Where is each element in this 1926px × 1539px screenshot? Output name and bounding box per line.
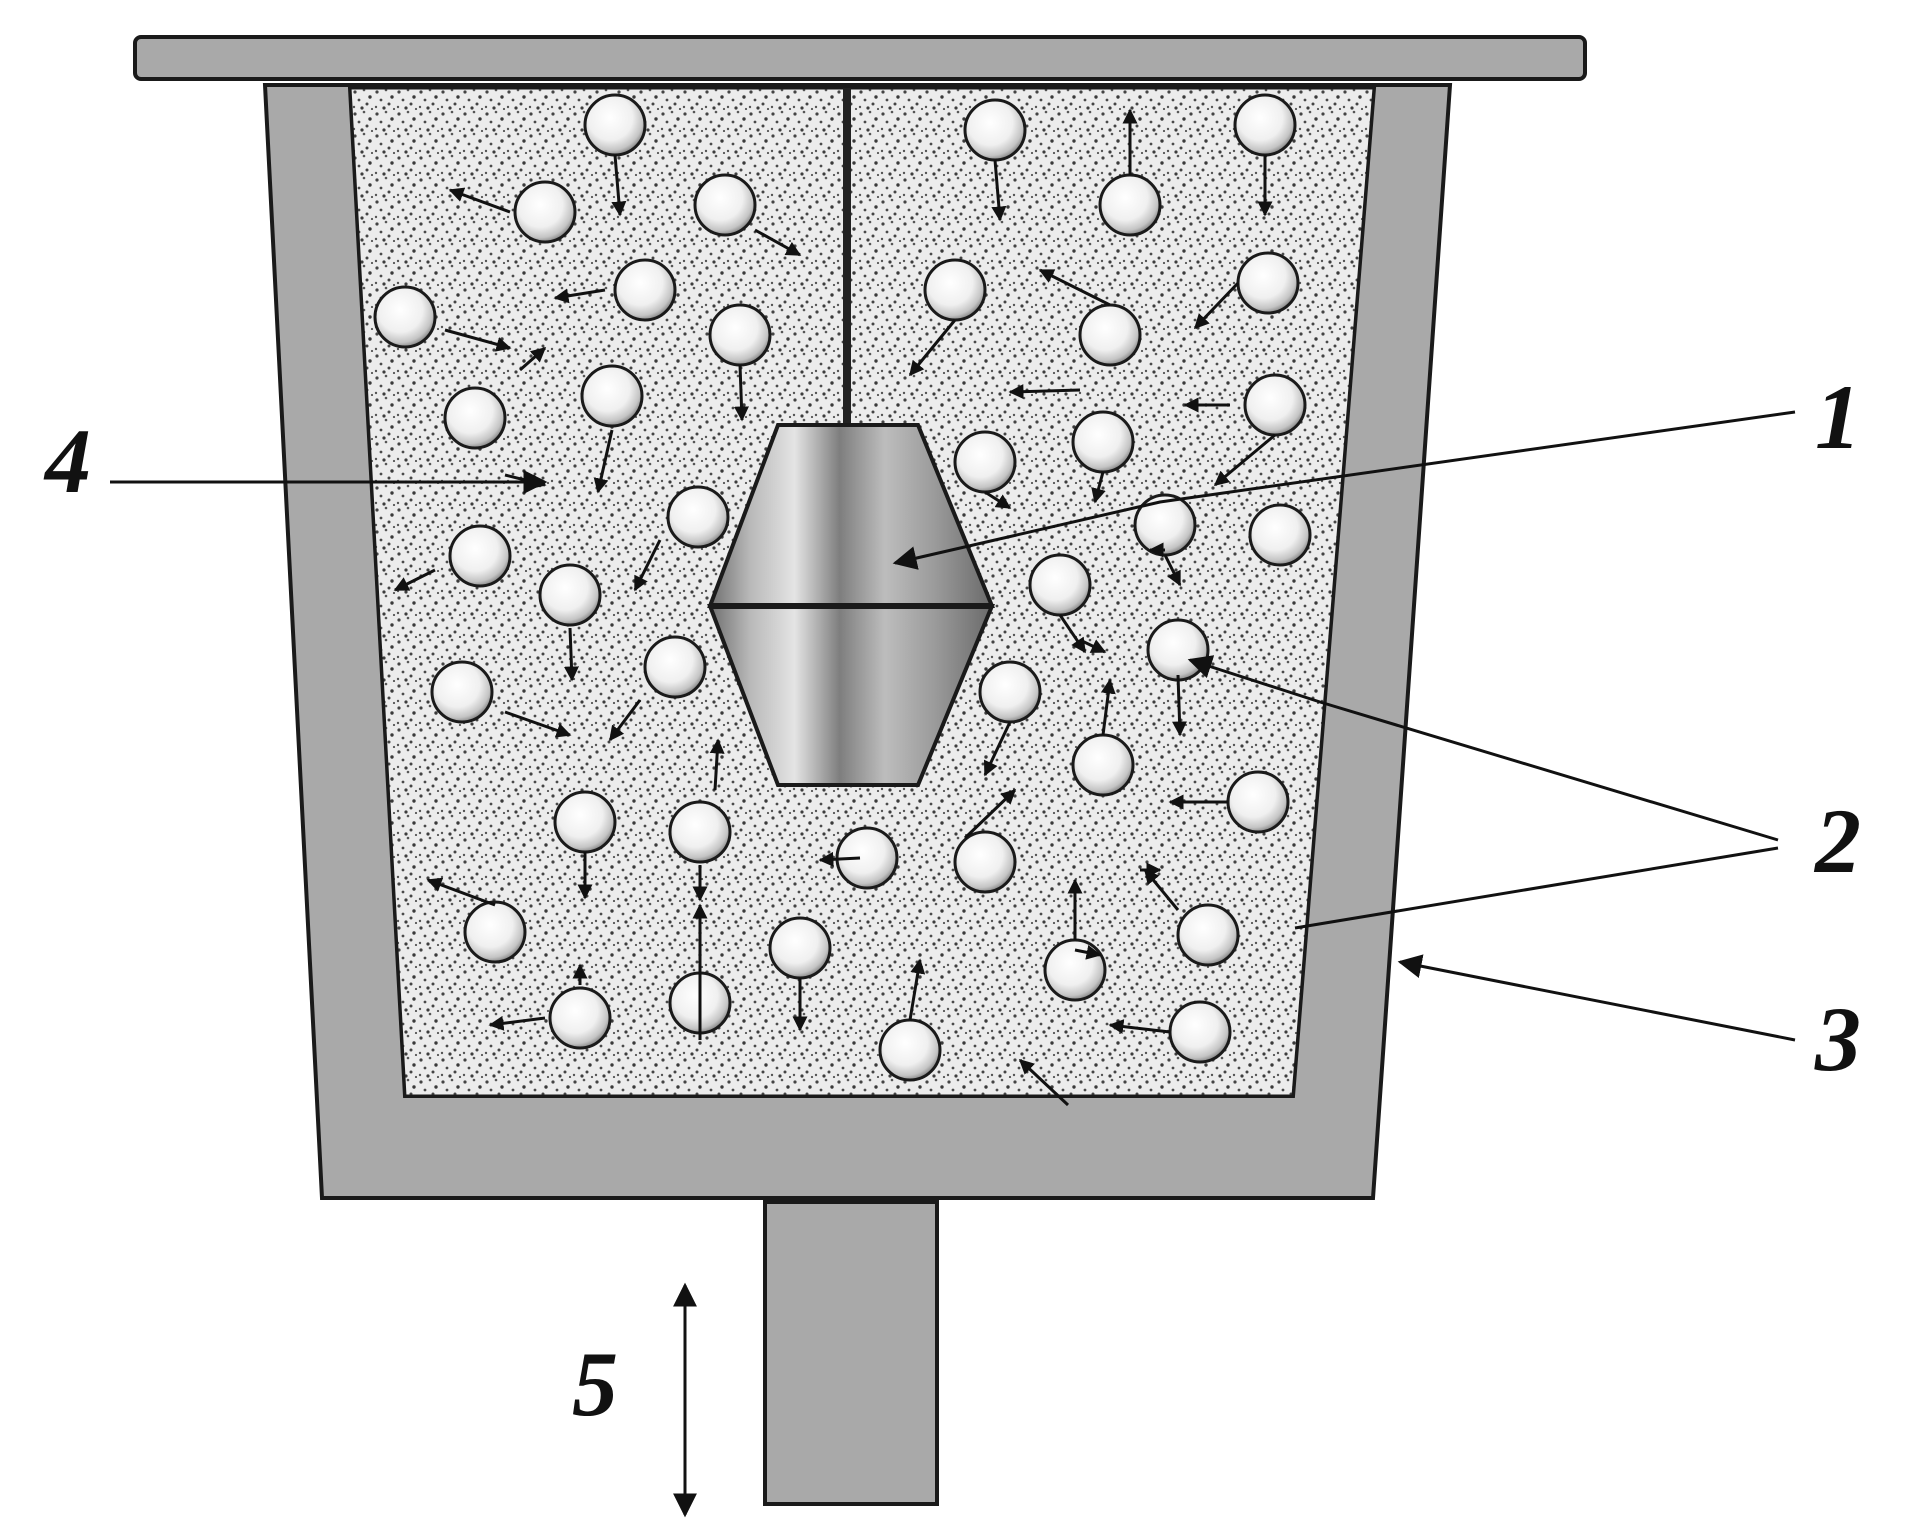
arrow-icon [519, 346, 547, 372]
arrow-icon [734, 364, 750, 422]
arrow-icon [1163, 554, 1182, 587]
ball [1233, 93, 1297, 157]
lid-plate [133, 35, 1587, 81]
arrow-icon [818, 851, 861, 867]
ball [768, 916, 832, 980]
leader-line-3 [1397, 954, 1796, 1042]
arrow-icon [1213, 433, 1276, 487]
ball [580, 364, 644, 428]
ball [1248, 503, 1312, 567]
ball [1168, 1000, 1232, 1064]
arrow-icon [983, 721, 1012, 777]
arrow-icon [553, 288, 606, 304]
ball [953, 830, 1017, 894]
ball [1133, 493, 1197, 557]
arrow-icon [1193, 281, 1240, 330]
arrow-icon [709, 738, 725, 791]
ball [923, 258, 987, 322]
arrow-icon [754, 228, 802, 257]
ball [666, 485, 730, 549]
ball [668, 800, 732, 864]
ball [443, 386, 507, 450]
ball [513, 180, 577, 244]
ball [693, 173, 757, 237]
ball [878, 1018, 942, 1082]
arrow-icon [1038, 268, 1111, 307]
ball [373, 285, 437, 349]
arrow-icon [908, 319, 957, 377]
arrow-icon [611, 154, 627, 217]
arrow-icon [1079, 638, 1107, 654]
ball [463, 900, 527, 964]
ball [1028, 553, 1092, 617]
ball [448, 524, 512, 588]
leader-line-1 [892, 410, 1796, 570]
arrow-icon [633, 539, 662, 592]
callout-label-5: 5 [572, 1333, 618, 1435]
arrow-icon [444, 328, 512, 352]
arrow-icon [393, 568, 436, 592]
arrow-icon [563, 627, 579, 682]
arrow-icon [608, 699, 642, 742]
arrow-icon [908, 958, 926, 1021]
callout-label-3: 3 [1814, 988, 1861, 1090]
arrow-icon [1143, 868, 1180, 911]
ball [1226, 770, 1290, 834]
ball [978, 660, 1042, 724]
leader-lines [110, 410, 1796, 1042]
arrow-icon [593, 429, 614, 494]
ball [963, 98, 1027, 162]
ball [613, 258, 677, 322]
arrow-icon [1100, 678, 1116, 736]
ball [1043, 938, 1107, 1002]
ball [1243, 373, 1307, 437]
callout-label-1: 1 [1815, 366, 1861, 468]
arrow-icon [1018, 1058, 1070, 1107]
arrow-icon [1058, 614, 1087, 654]
leader-line-2b [1294, 846, 1779, 930]
arrow-icon [991, 159, 1007, 222]
ball [538, 563, 602, 627]
ball [1078, 303, 1142, 367]
workpiece [707, 423, 995, 787]
ball [1098, 173, 1162, 237]
arrow-icon [1008, 384, 1081, 400]
ball [548, 986, 612, 1050]
ball [1176, 903, 1240, 967]
ball [553, 790, 617, 854]
ball [953, 430, 1017, 494]
callout-label-2: 2 [1813, 790, 1861, 892]
ball [1146, 618, 1210, 682]
ball [583, 93, 647, 157]
ball [430, 660, 494, 724]
arrow-icon [1074, 944, 1102, 960]
arrow-icon [504, 710, 572, 738]
arrow-icon [984, 490, 1012, 510]
arrow-icon [1091, 471, 1106, 504]
ball [1071, 410, 1135, 474]
ball [1071, 733, 1135, 797]
ball [1236, 251, 1300, 315]
holder-rod [843, 88, 851, 430]
ball [708, 303, 772, 367]
arrow-icon [426, 877, 496, 907]
arrow-icon [963, 788, 1017, 840]
arrow-icon [1172, 674, 1188, 737]
arrow-icon [448, 187, 511, 214]
callout-label-4: 4 [43, 410, 91, 512]
leader-line-2a [1187, 655, 1779, 842]
arrow-icon [1108, 1019, 1171, 1035]
arrow-icon [488, 1015, 546, 1031]
ball [643, 635, 707, 699]
motion-arrows [393, 108, 1276, 1107]
vibrator-stem [763, 1200, 939, 1506]
